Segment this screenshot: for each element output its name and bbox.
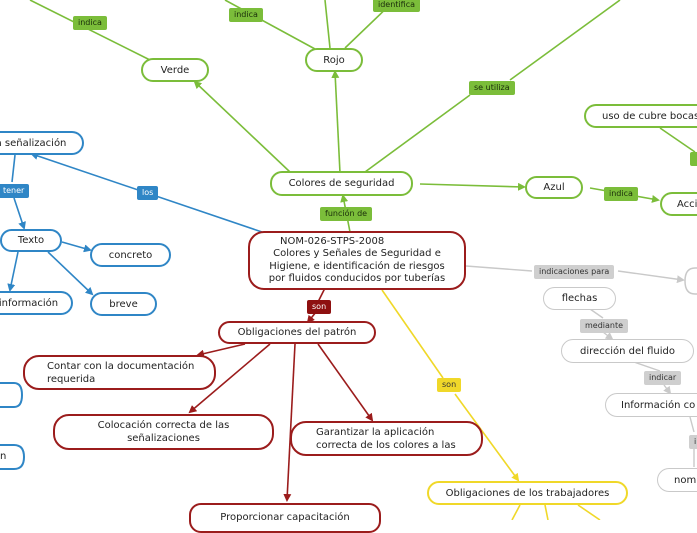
node-proporcionar-capacitacion[interactable]: Proporcionar capacitación — [189, 503, 381, 533]
partial-node-left1-outline — [0, 382, 24, 408]
node-doc-line2: requerida — [47, 373, 96, 385]
edge-info-i — [689, 416, 695, 433]
node-colores-seguridad[interactable]: Colores de seguridad — [270, 171, 413, 196]
edge-texto-informacion — [7, 251, 19, 292]
node-garant-line2: correcta de los colores a las — [316, 439, 456, 451]
label-los: los — [137, 186, 159, 200]
edge-mediante-direccion — [602, 331, 614, 341]
edge-trab-down3 — [577, 504, 601, 520]
node-direccion-label: dirección del fluido — [580, 345, 675, 357]
edge-son-trabajadores — [454, 393, 520, 482]
node-accion[interactable]: Acci — [660, 192, 697, 216]
label-indica-verde: indica — [73, 16, 107, 30]
node-azul-label: Azul — [543, 182, 565, 193]
node-informacion-label: información — [0, 297, 59, 309]
edge-cubrebocas-down — [659, 127, 696, 153]
node-informacion[interactable]: información — [0, 291, 73, 315]
edge-colores-verde — [193, 80, 291, 173]
edge-indicar-info — [663, 384, 672, 395]
edge-texto-concreto — [61, 241, 92, 253]
label-indica-azul: indica — [604, 187, 638, 201]
node-coloc-line2: señalizaciones — [127, 433, 200, 444]
label-tener: tener — [0, 184, 30, 198]
edge-central-indicaciones — [465, 265, 533, 272]
edge-rojo-up — [324, 0, 331, 49]
label-partial-green-right — [690, 152, 697, 166]
node-flechas[interactable]: flechas — [543, 287, 616, 310]
node-infoco-label: Información co — [621, 399, 696, 411]
node-colores-label: Colores de seguridad — [288, 178, 395, 189]
node-obligaciones-trabajadores[interactable]: Obligaciones de los trabajadores — [427, 481, 628, 505]
node-concreto[interactable]: concreto — [90, 243, 171, 267]
node-cubre-bocas[interactable]: uso de cubre bocas — [584, 104, 697, 128]
edge-tener-texto — [13, 197, 26, 230]
edge-colores-seutiliza — [364, 94, 471, 173]
label-identifica: identifica — [373, 0, 420, 12]
node-informacion-co[interactable]: Información co — [605, 393, 697, 417]
node-direccion-fluido[interactable]: dirección del fluido — [561, 339, 694, 363]
central-node-nom026[interactable]: NOM-026-STPS-2008 Colores y Señales de S… — [248, 231, 466, 290]
label-funcion-de: función de — [320, 207, 373, 221]
node-flechas-label: flechas — [561, 293, 598, 304]
edge-indicaciones-right — [617, 270, 685, 284]
central-node-line1: Colores y Señales de Seguridad e — [273, 248, 441, 259]
edge-trab-down2 — [544, 504, 549, 520]
node-texto[interactable]: Texto — [0, 229, 62, 252]
central-node-title: NOM-026-STPS-2008 — [280, 235, 385, 247]
label-i-partial: i — [689, 435, 697, 449]
node-coloc-line1: Colocación correcta de las — [97, 420, 230, 431]
partial-node-right-outline — [684, 267, 697, 295]
node-concreto-label: concreto — [108, 249, 153, 261]
label-indicar: indicar — [644, 371, 682, 385]
node-accion-label: Acci — [677, 198, 697, 210]
label-se-utiliza: se utiliza — [469, 81, 515, 95]
node-verde[interactable]: Verde — [141, 58, 209, 82]
edge-colores-rojo — [331, 70, 341, 174]
edge-seutiliza-up — [509, 0, 621, 81]
node-rojo-label: Rojo — [323, 54, 345, 66]
node-breve[interactable]: breve — [90, 292, 157, 316]
label-son-red: son — [307, 300, 332, 314]
node-garantizar-aplicacion[interactable]: Garantizar la aplicación correcta de los… — [290, 421, 483, 456]
node-breve-label: breve — [109, 298, 138, 310]
node-capac-label: Proporcionar capacitación — [220, 512, 350, 523]
node-nomb[interactable]: nomb — [657, 468, 697, 492]
label-mediante: mediante — [580, 319, 629, 333]
edge-flechas-mediante — [589, 308, 604, 319]
edge-colores-azul — [419, 182, 526, 191]
edge-patron-coloc — [188, 343, 271, 414]
label-indica-rojo: indica — [229, 8, 263, 22]
node-patron-label: Obligaciones del patrón — [237, 327, 357, 338]
node-verde-label: Verde — [160, 64, 190, 76]
label-son-yellow: son — [437, 378, 462, 392]
node-trabajadores-label: Obligaciones de los trabajadores — [445, 487, 610, 499]
edge-trab-down1 — [511, 504, 521, 520]
node-doc-line1: Contar con la documentación — [47, 360, 195, 372]
node-contar-documentacion[interactable]: Contar con la documentación requerida — [23, 355, 216, 390]
node-cubrebocas-label: uso de cubre bocas — [602, 110, 697, 122]
node-senalizacion-label: a señalización — [0, 137, 67, 149]
node-senalizacion[interactable]: a señalización — [0, 131, 84, 155]
edge-verde-indica — [29, 0, 151, 61]
node-nomb-label: nomb — [674, 474, 697, 486]
edge-senal-tener — [11, 154, 16, 183]
node-obligaciones-patron[interactable]: Obligaciones del patrón — [218, 321, 376, 344]
central-node-line2: Higiene, e identificación de riesgos — [269, 260, 445, 272]
node-garant-line1: Garantizar la aplicación — [316, 426, 435, 438]
partial-node-left2-label: n — [0, 451, 7, 462]
edge-direccion-indicar — [633, 361, 661, 372]
edge-central-son-yellow — [381, 289, 444, 379]
node-colocacion-senalizaciones[interactable]: Colocación correcta de las señalizacione… — [53, 414, 274, 450]
partial-node-left2-outline — [0, 444, 26, 470]
edge-patron-doc — [196, 343, 246, 358]
central-node-line3: por fluidos conducidos por tuberías — [268, 273, 446, 284]
node-texto-label: Texto — [17, 235, 45, 246]
edge-texto-breve — [47, 251, 94, 296]
node-rojo[interactable]: Rojo — [305, 48, 363, 72]
label-indicaciones-para: indicaciones para — [534, 265, 615, 279]
edge-patron-capac — [283, 343, 296, 502]
edge-patron-garant — [317, 343, 374, 422]
edge-central-son — [317, 287, 326, 303]
node-azul[interactable]: Azul — [525, 176, 583, 199]
